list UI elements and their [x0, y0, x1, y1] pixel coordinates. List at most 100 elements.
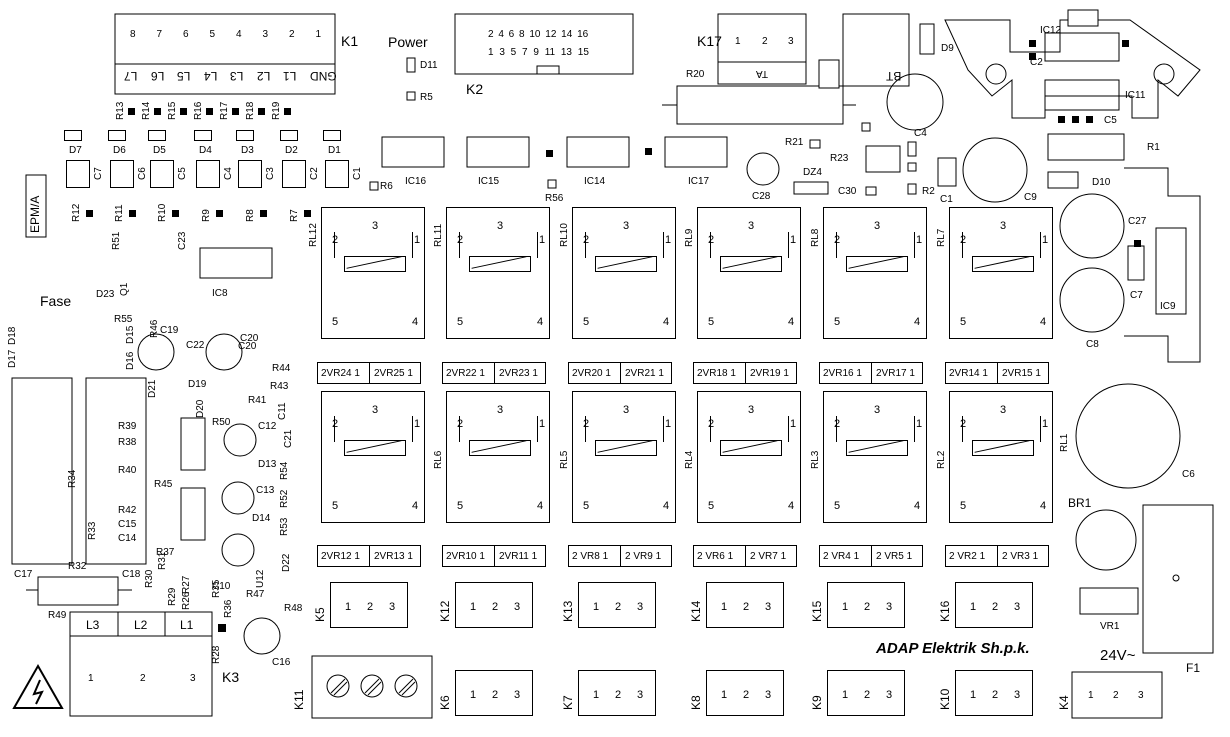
capacitor-outline — [282, 160, 306, 188]
terminal-pin: 3 — [886, 601, 893, 613]
strip-divider — [620, 546, 621, 566]
relay-lead — [962, 416, 963, 442]
terminal-pin: 2 — [992, 601, 999, 613]
relay-label: RL10 — [559, 223, 570, 247]
component-label: R32 — [68, 561, 87, 572]
r1-label: R1 — [1147, 142, 1160, 153]
terminal-pin: 1 — [842, 601, 849, 613]
relay-pin: 5 — [583, 316, 590, 328]
component-label: R41 — [248, 395, 267, 406]
component-label: D14 — [252, 513, 271, 524]
led-outline — [148, 130, 166, 141]
relay-pin: 4 — [663, 500, 670, 512]
k1-signal-name: L4 — [203, 69, 217, 83]
relay-pin: 1 — [1042, 234, 1049, 246]
capacitor-outline — [150, 160, 174, 188]
strip-divider — [745, 363, 746, 383]
r20-label: R20 — [686, 69, 705, 80]
resistor-pad — [86, 210, 93, 217]
capacitor-label: C5 — [177, 167, 188, 180]
relay-label: RL6 — [433, 450, 444, 469]
terminal-pin: 1 — [593, 689, 600, 701]
relay-pin: 3 — [1000, 220, 1007, 232]
fase-label: Fase — [40, 293, 72, 309]
relay-lead — [663, 232, 664, 258]
k11-label: K11 — [292, 689, 306, 710]
relay-pin: 1 — [916, 234, 923, 246]
component-label: R44 — [272, 363, 291, 374]
strip-divider — [871, 363, 872, 383]
terminal-pin: 3 — [886, 689, 893, 701]
terminal-label: K14 — [689, 600, 703, 622]
relay-pin: 3 — [874, 404, 881, 416]
varistor-label: 2VR12 1 — [321, 551, 360, 562]
terminal-label: K9 — [810, 695, 824, 710]
varistor-label: 2VR18 1 — [697, 368, 736, 379]
relay-pin: 4 — [1040, 316, 1047, 328]
relay-coil — [344, 440, 406, 456]
relay-pin: 3 — [748, 220, 755, 232]
terminal-pin: 1 — [345, 601, 352, 613]
relay-lead — [585, 416, 586, 442]
company-name: ADAP Elektrik Sh.p.k. — [876, 640, 1030, 657]
relay-lead — [459, 416, 460, 442]
varistor-label: 2VR24 1 — [321, 368, 360, 379]
ic17-label: IC17 — [688, 176, 710, 187]
power-label: Power — [388, 34, 428, 50]
component-label: R34 — [67, 469, 78, 488]
terminal-pin: 1 — [470, 601, 477, 613]
k1-pin-number: 6 — [183, 29, 189, 40]
strip-divider — [997, 546, 998, 566]
capacitor-outline — [238, 160, 262, 188]
relay-pin: 1 — [1042, 418, 1049, 430]
k4-pin-2: 2 — [1113, 690, 1119, 701]
k1-signal-name: GND — [309, 69, 337, 83]
varistor-strip: 2VR16 1 2VR17 1 — [819, 362, 923, 384]
component-label: R36 — [223, 599, 234, 618]
varistor-label: 2VR17 1 — [876, 368, 915, 379]
resistor-label: R19 — [271, 101, 282, 120]
terminal-pin: 2 — [864, 689, 871, 701]
component-label: R37 — [156, 547, 175, 558]
terminal-pin: 2 — [367, 601, 374, 613]
relay-lead — [914, 232, 915, 258]
relay-pin: 5 — [834, 316, 841, 328]
varistor-label: 2VR19 1 — [750, 368, 789, 379]
relay-label: RL2 — [936, 450, 947, 469]
k3-name-l1: L1 — [180, 618, 194, 632]
d11-label: D11 — [420, 60, 438, 71]
varistor-label: 2VR16 1 — [823, 368, 862, 379]
component-label: C23 — [177, 231, 188, 250]
relay-lead — [914, 416, 915, 442]
relay-pin: 4 — [788, 316, 795, 328]
k1-signal-name: L5 — [177, 69, 191, 83]
resistor-pad — [232, 108, 239, 115]
relay-label: RL9 — [684, 228, 695, 247]
led-outline — [280, 130, 298, 141]
varistor-strip: 2VR18 1 2VR19 1 — [693, 362, 797, 384]
relay-pin: 2 — [708, 418, 715, 430]
k2-label: K2 — [466, 81, 484, 97]
component-label: R55 — [114, 314, 133, 325]
capacitor-label: C4 — [223, 167, 234, 180]
relay-lead — [710, 232, 711, 258]
k1-pin-number: 2 — [289, 29, 295, 40]
component-label: R39 — [118, 421, 137, 432]
relay-pin: 5 — [457, 316, 464, 328]
terminal-label: K15 — [810, 600, 824, 622]
component-label: C20 — [240, 333, 259, 344]
relay-label: RL4 — [684, 450, 695, 469]
relay-pin: 4 — [537, 316, 544, 328]
terminal-pin: 3 — [514, 689, 521, 701]
relay-pin: 3 — [372, 404, 379, 416]
